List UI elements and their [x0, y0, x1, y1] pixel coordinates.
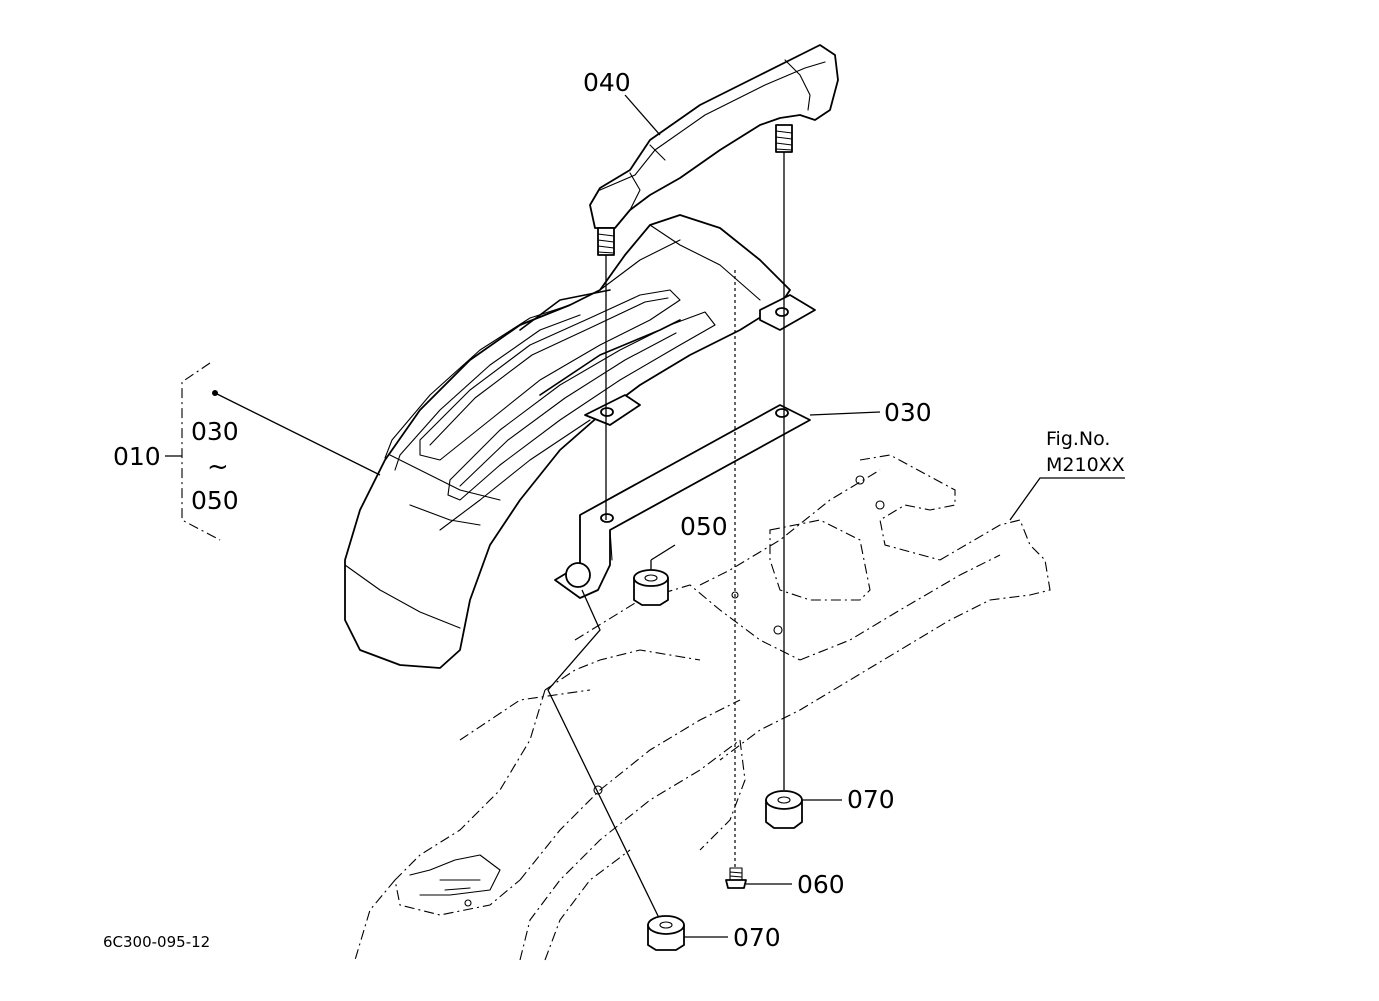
- bracket-plate: [554, 294, 816, 599]
- drawing-code: 6C300-095-12: [103, 933, 210, 951]
- callout-070-right: 070: [847, 785, 895, 814]
- nut-050: [633, 569, 669, 606]
- figure-ref-number: M210XX: [1046, 454, 1125, 476]
- callout-050: 050: [680, 512, 728, 541]
- callout-030: 030: [884, 398, 932, 427]
- nut-070-right: [765, 790, 803, 829]
- group-range-sep: ~: [207, 452, 229, 482]
- callout-040: 040: [583, 68, 631, 97]
- callout-060: 060: [797, 870, 845, 899]
- frame-body: [354, 454, 1051, 961]
- figure-ref-label: Fig.No.: [1046, 428, 1110, 450]
- callout-070-bottom: 070: [733, 923, 781, 952]
- nut-070-bottom: [647, 915, 685, 951]
- group-start-label: 030: [191, 417, 239, 446]
- callout-010: 010: [113, 442, 161, 471]
- group-end-label: 050: [191, 486, 239, 515]
- handle-grip: [589, 44, 839, 256]
- assembly-axes: [547, 152, 785, 921]
- leader-lines: [165, 94, 1125, 938]
- screw-060: [725, 867, 747, 889]
